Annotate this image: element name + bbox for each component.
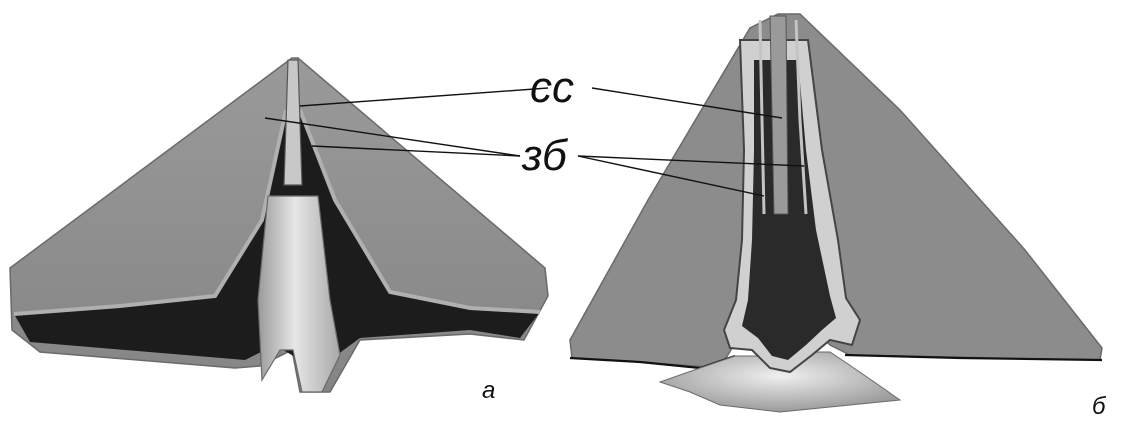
panel-label-b: б: [1092, 393, 1107, 420]
tooth-section-b: б: [570, 14, 1107, 420]
label-cc: сс: [530, 63, 574, 112]
label-zb: зб: [521, 131, 569, 180]
panel-label-a: а: [482, 377, 495, 404]
tooth-section-a: а: [10, 58, 548, 404]
